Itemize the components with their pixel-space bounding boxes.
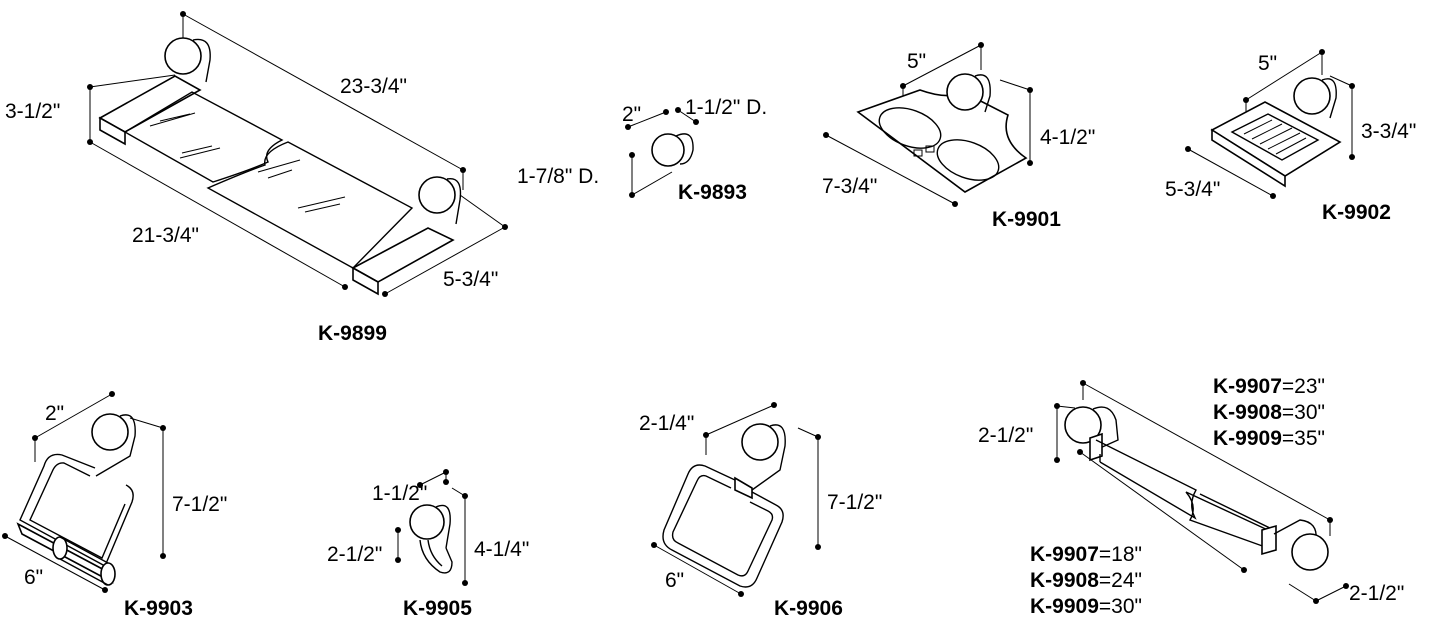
towelbar-projection-dim: 2-1/2" bbox=[1349, 582, 1404, 605]
k9901-label: K-9901 bbox=[992, 208, 1061, 231]
k9905-hook-drawing bbox=[395, 469, 468, 586]
k9903-projection-dim: 2" bbox=[45, 402, 64, 425]
k9905-label: K-9905 bbox=[403, 597, 472, 620]
k9906-height-dim: 7-1/2" bbox=[827, 491, 882, 514]
towelbar-bar-k9908: K-9908=24" bbox=[1030, 569, 1142, 592]
k9899-shelf-dim: 21-3/4" bbox=[132, 224, 199, 247]
k9902-label: K-9902 bbox=[1322, 201, 1391, 224]
towelbar-bar-k9907: K-9907=18" bbox=[1030, 543, 1142, 566]
k9899-label: K-9899 bbox=[318, 322, 387, 345]
towelbar-overall-k9907: K-9907=23" bbox=[1213, 375, 1325, 398]
k9901-height-dim: 4-1/2" bbox=[1040, 126, 1095, 149]
k9906-label: K-9906 bbox=[774, 597, 843, 620]
k9903-tissue-holder-drawing bbox=[2, 391, 166, 593]
k9902-height-dim: 3-3/4" bbox=[1361, 120, 1416, 143]
k9893-base-diameter-dim: 1-1/2" D. bbox=[685, 96, 767, 119]
k9893-knob-diameter-dim: 1-7/8" D. bbox=[517, 165, 599, 188]
k9899-depth-dim: 5-3/4" bbox=[443, 268, 498, 291]
k9905-projection-dim: 1-1/2" bbox=[372, 482, 427, 505]
k9893-knob-drawing bbox=[625, 107, 699, 198]
k9906-projection-dim: 2-1/4" bbox=[639, 412, 694, 435]
k9893-label: K-9893 bbox=[678, 181, 747, 204]
k9905-depth-dim: 2-1/2" bbox=[327, 543, 382, 566]
k9905-height-dim: 4-1/4" bbox=[474, 538, 529, 561]
k9903-label: K-9903 bbox=[124, 597, 193, 620]
k9893-projection-dim: 2" bbox=[622, 103, 641, 126]
towelbar-overall-k9909: K-9909=35" bbox=[1213, 427, 1325, 450]
towel-bar-drawing bbox=[1054, 380, 1349, 604]
k9901-width-dim: 7-3/4" bbox=[822, 175, 877, 198]
k9899-overall-dim: 23-3/4" bbox=[340, 75, 407, 98]
k9903-width-dim: 6" bbox=[24, 566, 43, 589]
k9901-projection-dim: 5" bbox=[907, 50, 926, 73]
towelbar-height-dim: 2-1/2" bbox=[978, 424, 1033, 447]
towelbar-bar-k9909: K-9909=30" bbox=[1030, 595, 1142, 618]
k9902-soapdish-drawing bbox=[1185, 49, 1355, 199]
k9902-width-dim: 5-3/4" bbox=[1165, 178, 1220, 201]
k9899-shelf-drawing bbox=[87, 11, 508, 297]
k9906-towel-ring-drawing bbox=[651, 402, 821, 597]
k9901-holder-drawing bbox=[823, 42, 1033, 207]
k9899-height-dim: 3-1/2" bbox=[5, 100, 60, 123]
k9902-projection-dim: 5" bbox=[1258, 52, 1277, 75]
k9906-width-dim: 6" bbox=[665, 569, 684, 592]
towelbar-overall-k9908: K-9908=30" bbox=[1213, 401, 1325, 424]
k9903-height-dim: 7-1/2" bbox=[172, 493, 227, 516]
